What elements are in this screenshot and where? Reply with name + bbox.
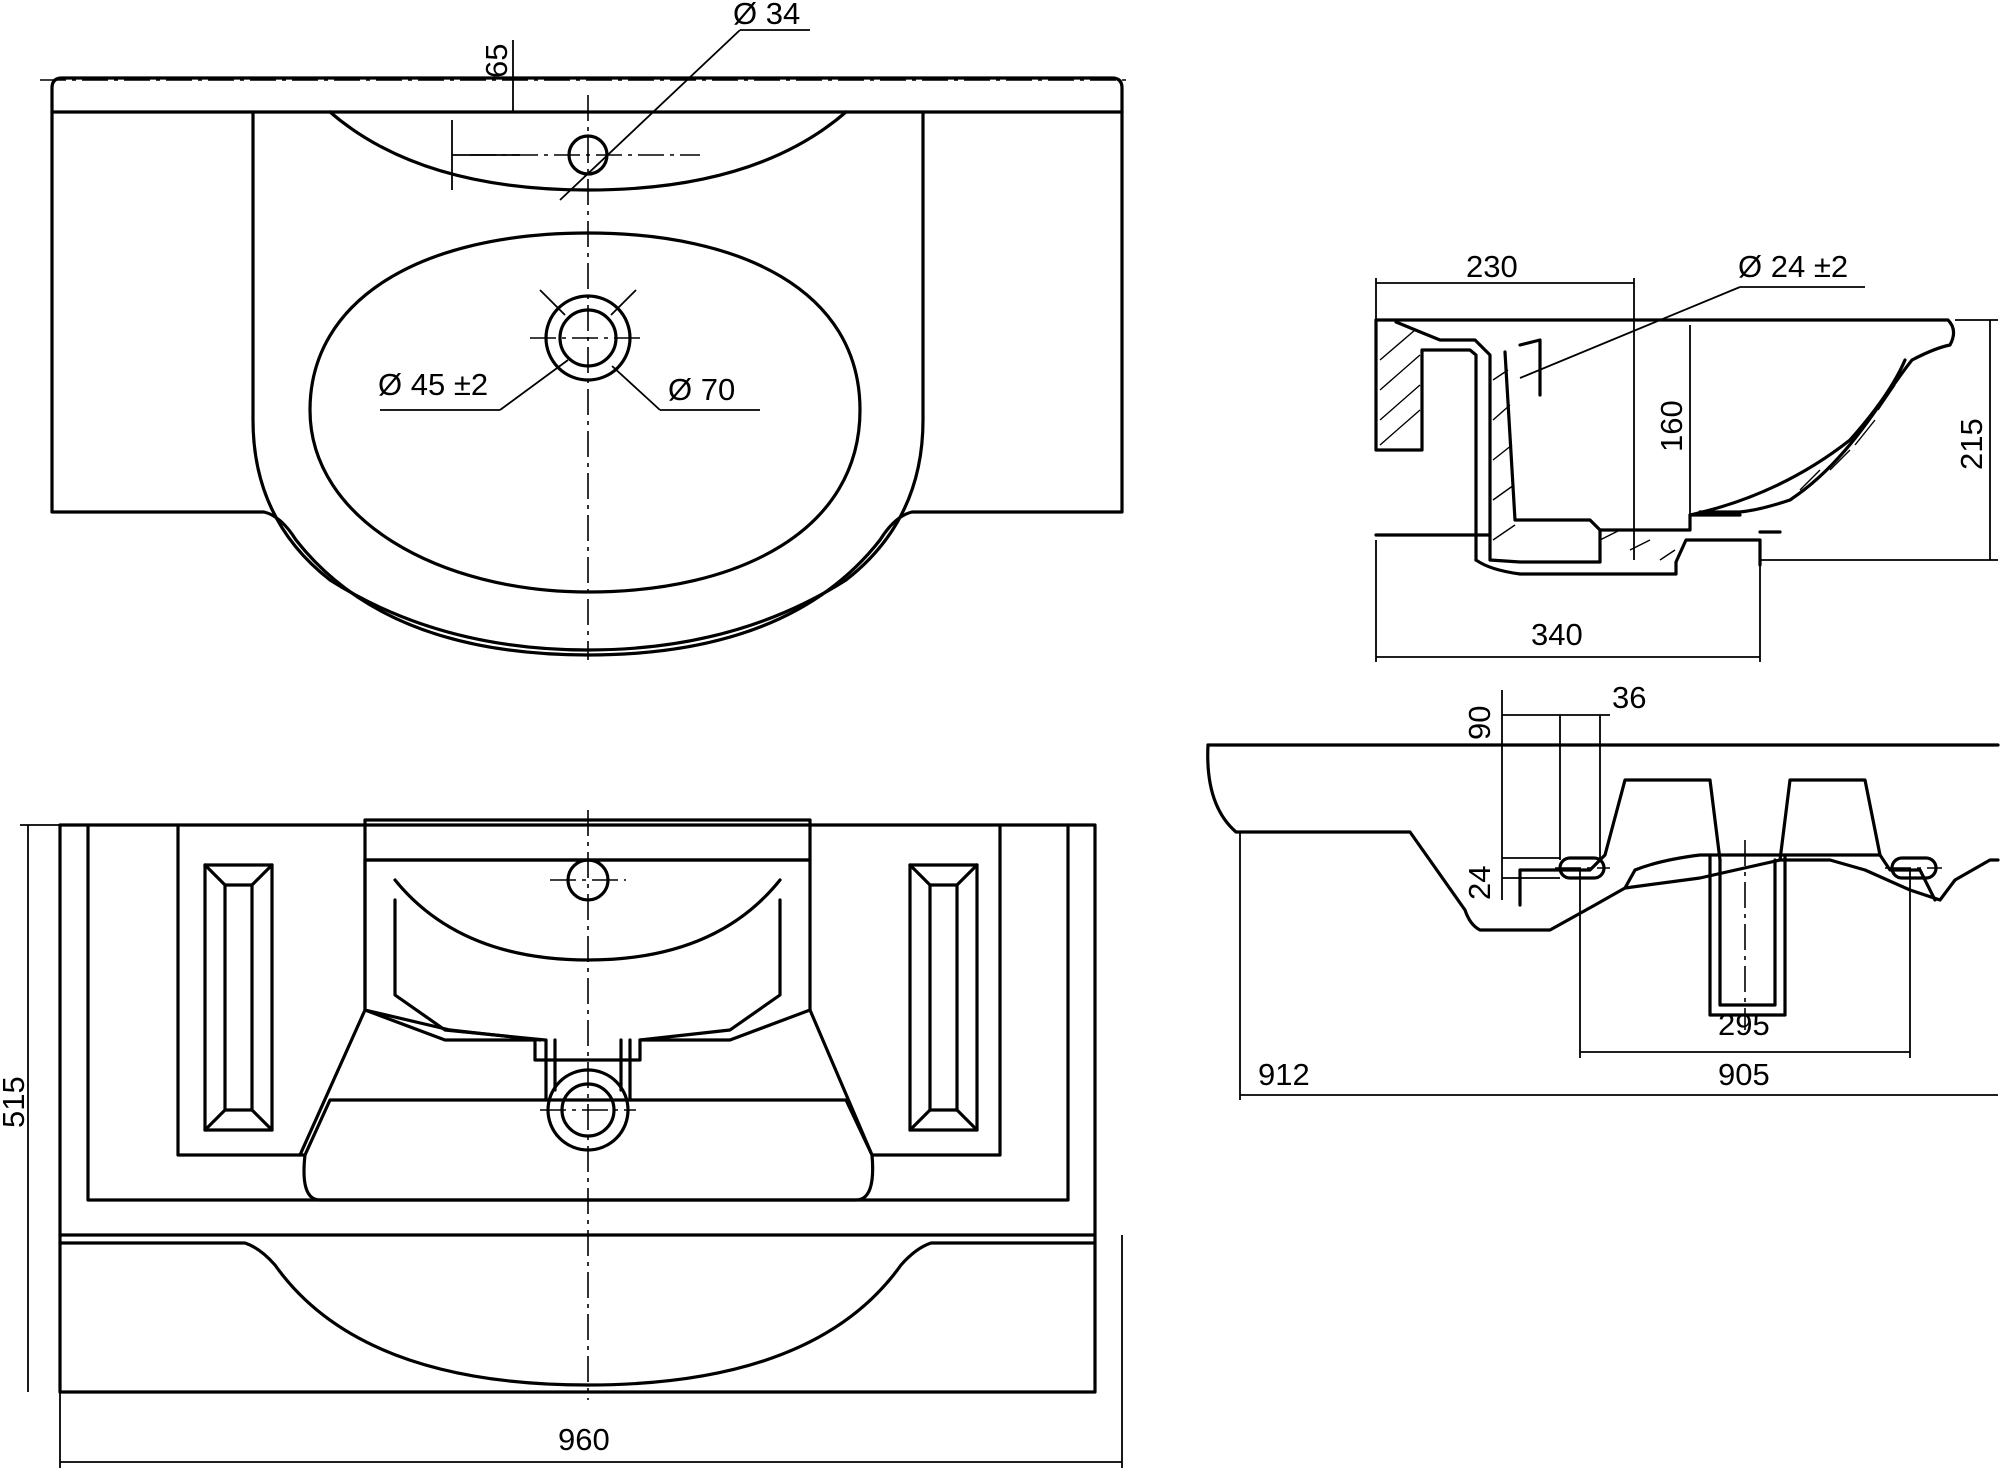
dim-tap-hole: Ø 34 xyxy=(733,0,800,31)
dim-912: 912 xyxy=(1258,1057,1310,1092)
section-view: 230 Ø 24 ±2 160 215 340 xyxy=(1374,249,1998,662)
dim-160: 160 xyxy=(1654,400,1689,452)
dim-36: 36 xyxy=(1612,680,1646,715)
side-view: 90 24 36 295 905 912 xyxy=(1206,680,2000,1100)
dim-90: 90 xyxy=(1462,706,1497,740)
dim-215: 215 xyxy=(1954,418,1989,470)
dim-295: 295 xyxy=(1718,1007,1770,1042)
dim-230: 230 xyxy=(1466,249,1518,284)
dim-340: 340 xyxy=(1531,617,1583,652)
dim-drain: Ø 45 ±2 xyxy=(378,367,488,402)
bottom-view: 515 960 xyxy=(0,810,1123,1468)
dim-drain-outer: Ø 70 xyxy=(668,372,735,407)
dim-960: 960 xyxy=(558,1422,610,1457)
dim-515: 515 xyxy=(0,1076,31,1128)
dim-65: 65 xyxy=(479,44,514,78)
top-view: 65 Ø 34 Ø 45 ±2 Ø 70 xyxy=(40,0,1130,660)
dim-overflow: Ø 24 ±2 xyxy=(1738,249,1848,284)
dim-905: 905 xyxy=(1718,1057,1770,1092)
dim-24: 24 xyxy=(1462,866,1497,900)
